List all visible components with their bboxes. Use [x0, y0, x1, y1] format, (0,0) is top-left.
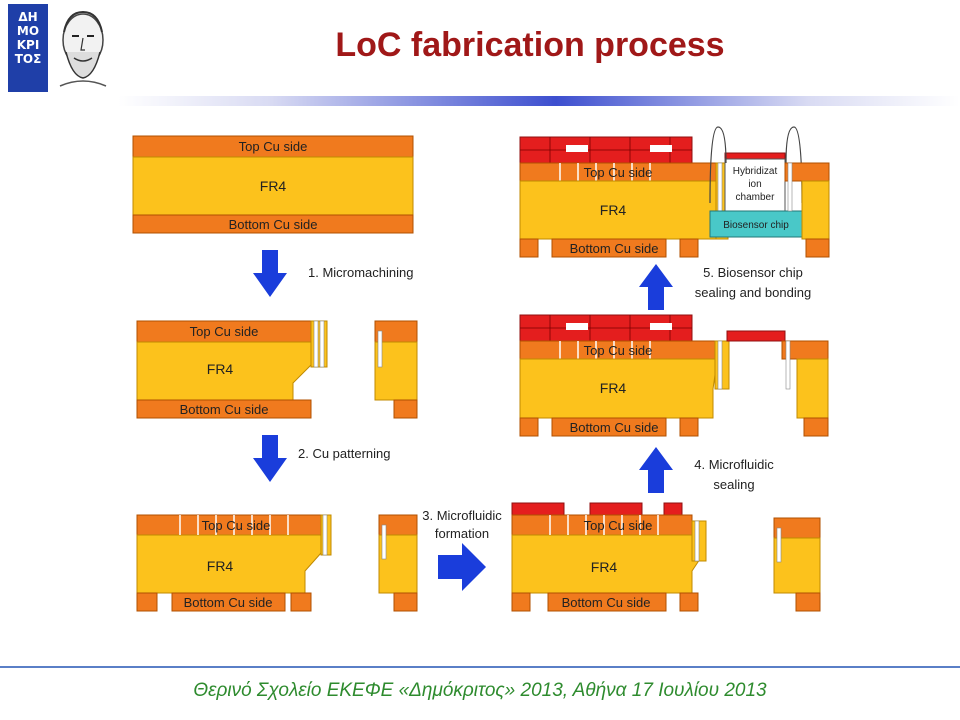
right-arrow-icon [438, 543, 486, 591]
chamber-label-line3: chamber [736, 192, 776, 203]
chamber-label-line2: ion [748, 179, 761, 190]
footer-divider [0, 666, 960, 668]
arrow-step-2: 2. Cu patterning [253, 435, 391, 482]
bottom-cu-layer [132, 214, 414, 234]
arrow-step-3: 3. Microfluidic formation [422, 508, 502, 591]
stage-biosensor-bonded: Hybridizat ion chamber Biosensor chip To… [519, 126, 830, 258]
step-4-label-line2: sealing [713, 477, 754, 492]
step-3-label-line1: 3. Microfluidic [422, 508, 502, 523]
step-1-label: 1. Micromachining [308, 265, 414, 280]
arrow-step-5: 5. Biosensor chip sealing and bonding [639, 264, 811, 310]
bottom-cu-label: Bottom Cu side [180, 402, 269, 417]
stage-microfluidic-sealing: Top Cu side FR4 Bottom Cu side [519, 314, 829, 437]
footer-text: Θερινό Σχολείο ΕΚΕΦΕ «Δημόκριτος» 2013, … [193, 680, 767, 701]
top-cu-label: Top Cu side [584, 518, 653, 533]
diagram-canvas: Top Cu side FR4 Bottom Cu side 1. Microm… [132, 126, 830, 612]
chamber-label-line1: Hybridizat [733, 166, 778, 177]
top-cu-label: Top Cu side [190, 324, 259, 339]
fr4-label: FR4 [207, 558, 234, 574]
portrait-sketch-icon [59, 10, 107, 87]
logo: ΔΗ ΜΟ ΚΡΙ ΤΟΣ [8, 4, 118, 92]
down-arrow-icon [253, 435, 287, 482]
logo-line: ΔΗ [18, 10, 38, 24]
page-title: LoC fabrication process [335, 26, 725, 64]
bottom-cu-layer [551, 417, 667, 437]
title-divider [118, 96, 960, 106]
fr4-label: FR4 [207, 361, 234, 377]
chip-label: Biosensor chip [723, 220, 789, 231]
biosensor-chip [709, 210, 803, 238]
fabrication-diagram: Top Cu side FR4 Bottom Cu side 1. Microm… [120, 125, 850, 630]
bottom-cu-label: Bottom Cu side [570, 420, 659, 435]
stage-micromachined: Top Cu side FR4 Bottom Cu side [136, 320, 418, 419]
stage-microfluidic-formation: Top Cu side FR4 Bottom Cu side [511, 502, 821, 612]
stage-cu-patterned: Top Cu side FR4 Bottom Cu side [136, 514, 418, 612]
bottom-cu-layer [136, 399, 312, 419]
bottom-cu-label: Bottom Cu side [184, 595, 273, 610]
step-3-label-line2: formation [435, 526, 489, 541]
stage-raw-board: Top Cu side FR4 Bottom Cu side [132, 135, 414, 234]
bottom-cu-label: Bottom Cu side [562, 595, 651, 610]
arrow-step-4: 4. Microfluidic sealing [639, 447, 774, 493]
arrow-step-1: 1. Micromachining [253, 250, 414, 297]
logo-letters: ΔΗ ΜΟ ΚΡΙ ΤΟΣ [8, 4, 48, 92]
fr4-label: FR4 [600, 202, 627, 218]
logo-line: ΤΟΣ [14, 52, 42, 66]
bottom-cu-layer [547, 592, 667, 612]
fr4-label: FR4 [260, 178, 287, 194]
fr4-layer [132, 156, 414, 216]
logo-line: ΚΡΙ [16, 38, 40, 52]
step-2-label: 2. Cu patterning [298, 446, 391, 461]
bottom-cu-layer [171, 592, 286, 612]
step-5-label-line2: sealing and bonding [695, 285, 811, 300]
step-4-label-line1: 4. Microfluidic [694, 457, 774, 472]
up-arrow-icon [639, 264, 673, 310]
bottom-cu-label: Bottom Cu side [570, 241, 659, 256]
top-cu-label: Top Cu side [239, 139, 308, 154]
fr4-layer [519, 180, 717, 240]
step-5-label-line1: 5. Biosensor chip [703, 265, 803, 280]
up-arrow-icon [639, 447, 673, 493]
top-cu-label: Top Cu side [584, 343, 653, 358]
logo-line: ΜΟ [16, 24, 40, 38]
fr4-label: FR4 [600, 380, 627, 396]
down-arrow-icon [253, 250, 287, 297]
top-cu-label: Top Cu side [202, 518, 271, 533]
top-cu-label: Top Cu side [584, 165, 653, 180]
bottom-cu-label: Bottom Cu side [229, 217, 318, 232]
bottom-cu-layer [551, 238, 667, 258]
fr4-label: FR4 [591, 559, 618, 575]
